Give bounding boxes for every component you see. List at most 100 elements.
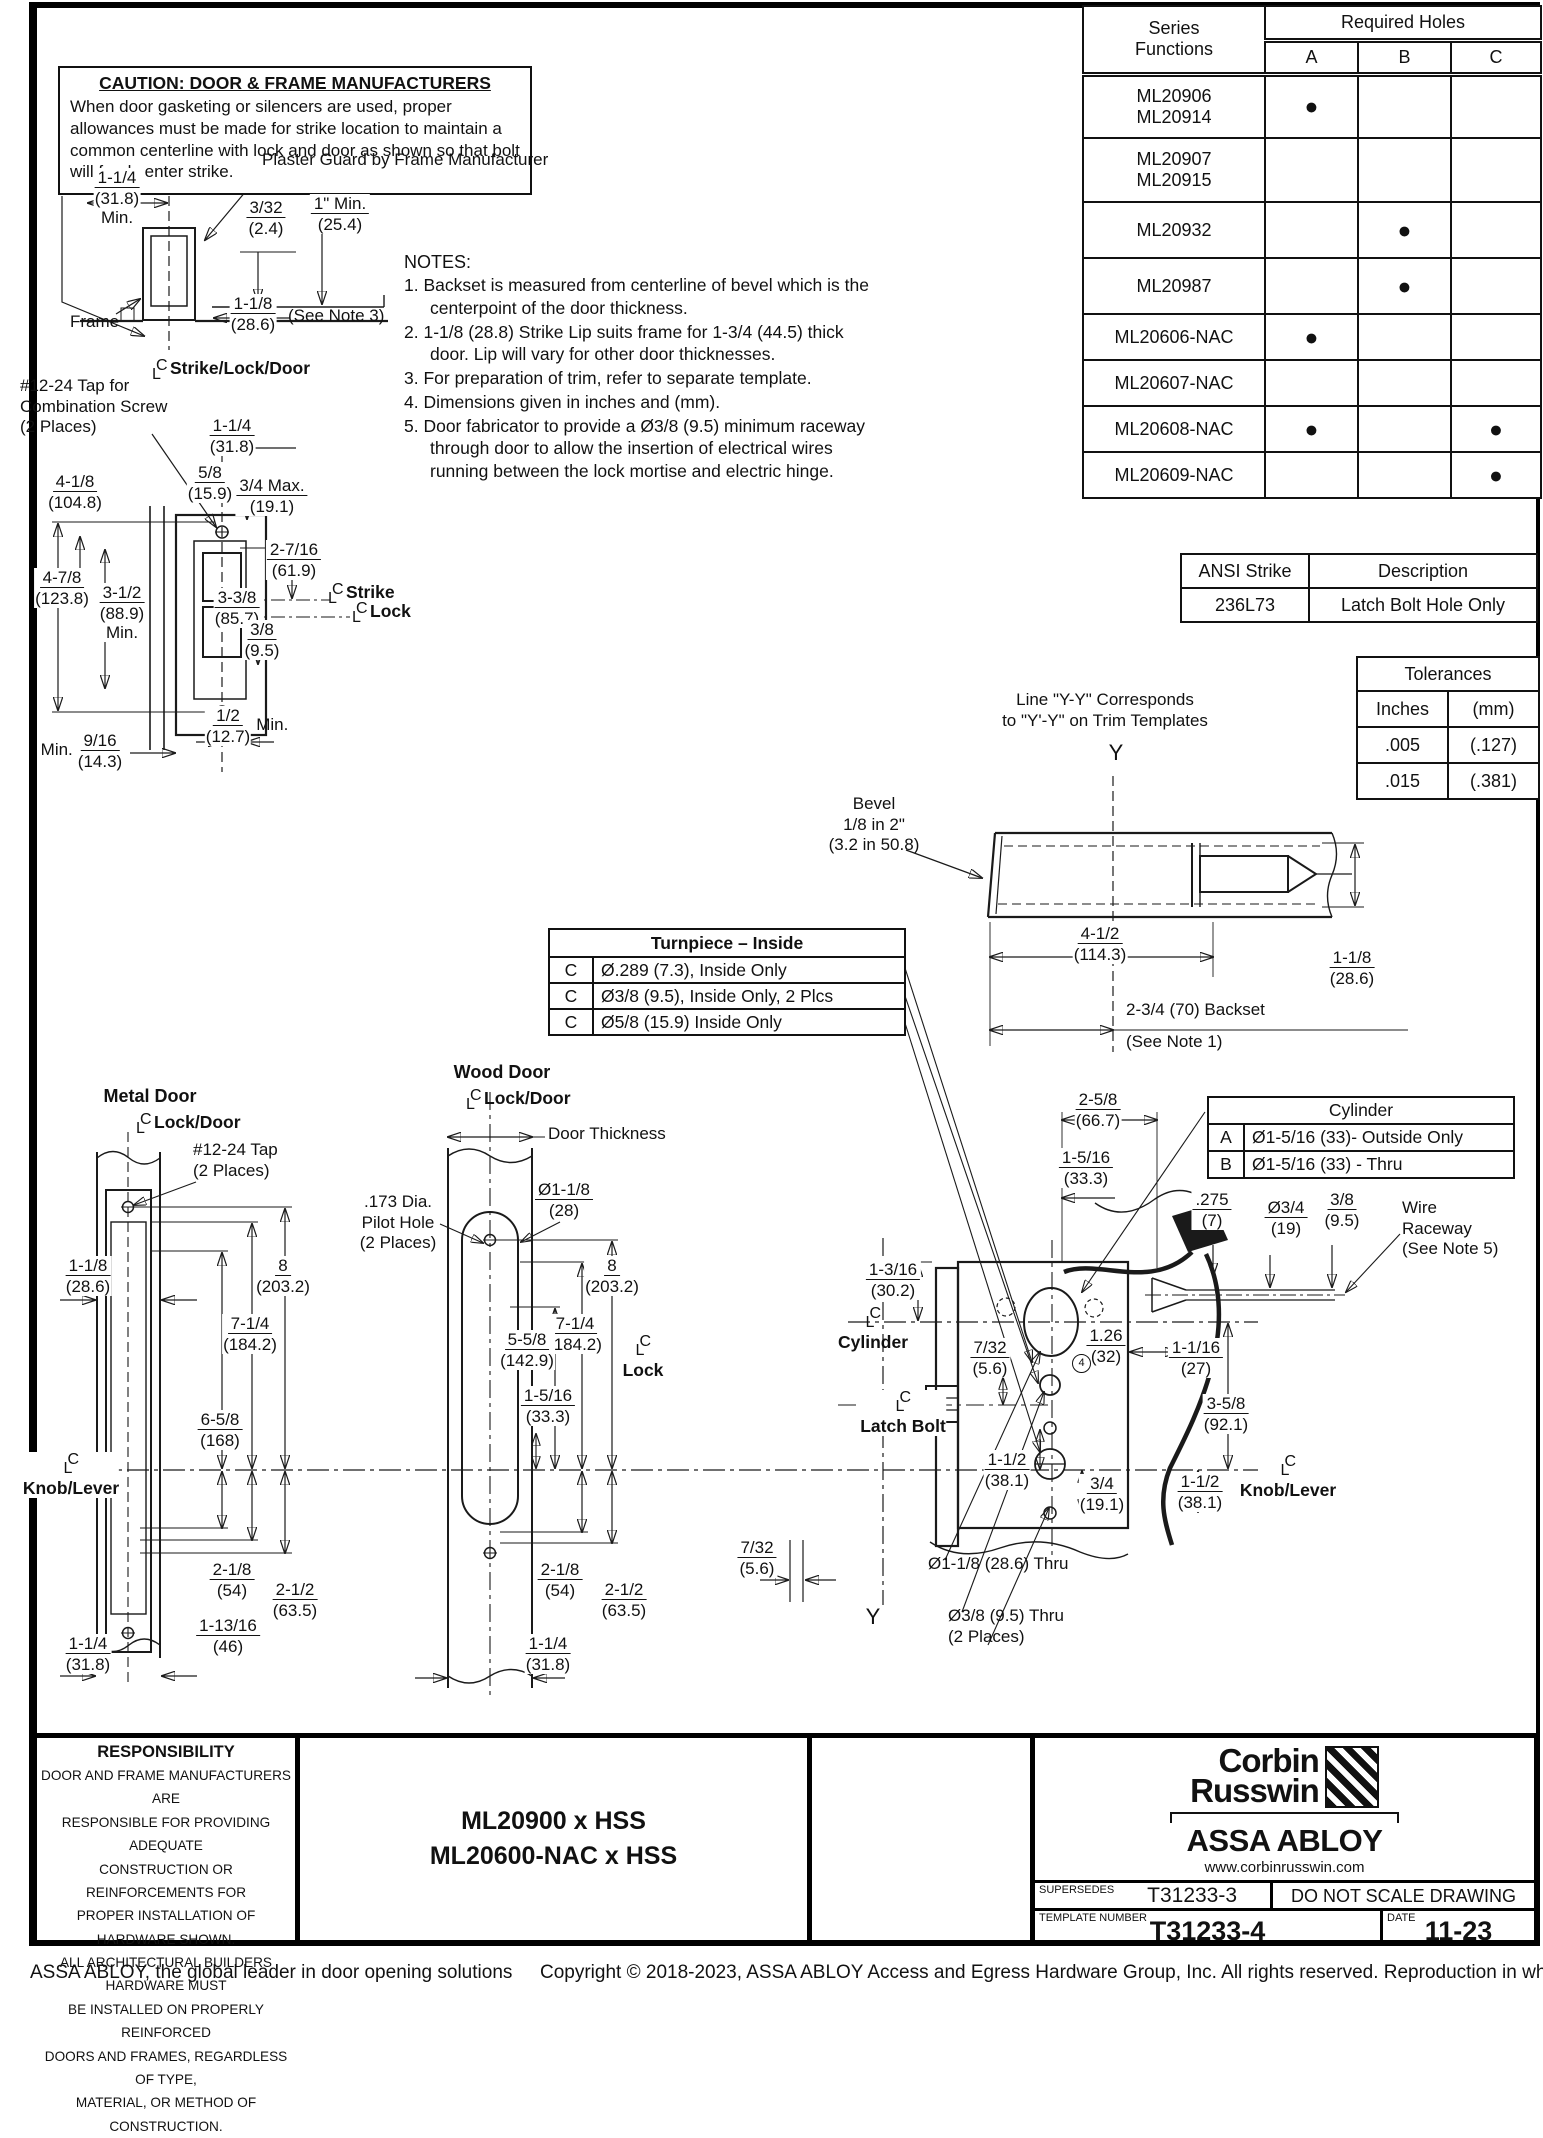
dim-note: Min.: [256, 715, 289, 734]
centerline-latch-bolt-label: Latch Bolt: [860, 1390, 946, 1437]
metal-door-drawing: [60, 1132, 292, 1686]
dim-label: 4-7/8(123.8): [34, 568, 90, 609]
dim-label: Ø3/4(19): [1263, 1198, 1309, 1239]
centerline-knob-lever-label: Knob/Lever: [22, 1452, 120, 1499]
dim-label: 1-1/8(28.6): [229, 294, 277, 335]
dim-label: 3/8(9.5): [243, 620, 281, 661]
centerline-icon: [136, 1112, 152, 1138]
dim-mm: (31.8): [94, 189, 140, 209]
brand-wordmark: Corbin Russwin: [1190, 1742, 1320, 1810]
centerline-cylinder-label: Cylinder: [838, 1306, 908, 1352]
table-row: .015(.381): [1356, 762, 1541, 800]
tap-combination-screw-label: #12-24 Tap for Combination Screw (2 Plac…: [20, 376, 168, 437]
do-not-scale-note: DO NOT SCALE DRAWING: [1290, 1886, 1517, 1906]
dim-label: 1-1/16(27): [1167, 1338, 1225, 1379]
dim-label: 1-3/16(30.2): [864, 1260, 922, 1301]
supersedes-value: T31233-3: [1147, 1884, 1238, 1907]
dim-label: 1/2(12.7)Min.: [204, 706, 289, 747]
dim-label: 6-5/8(168): [196, 1410, 244, 1451]
see-note-3-label: (See Note 3): [288, 306, 385, 325]
dim-label: 3-5/8(92.1): [1202, 1394, 1250, 1435]
pilot-hole-label: .173 Dia. Pilot Hole (2 Places): [359, 1192, 437, 1253]
table-row: ML20907 ML20915: [1082, 137, 1543, 203]
centerline-icon: [866, 1306, 882, 1332]
dim-label: 3/4(19.1): [1078, 1474, 1126, 1515]
table-row: ML20906 ML20914●: [1082, 73, 1543, 139]
yy-correspondence-note: Line "Y-Y" Corresponds to "Y'-Y" on Trim…: [1002, 690, 1208, 730]
y-axis-letter-bottom: Y: [865, 1604, 881, 1629]
door-thickness-label: Door Thickness: [548, 1124, 666, 1143]
dim-label: 2-5/8(66.7): [1074, 1090, 1122, 1131]
centerline-knob-lever-label: Knob/Lever: [1240, 1454, 1336, 1500]
door-plan-bevel-drawing: [905, 776, 1408, 1052]
dim-label: 1-1/8(28.6): [1328, 948, 1376, 989]
metal-door-title: Metal Door: [103, 1086, 197, 1106]
wood-door-drawing: [415, 1092, 618, 1700]
template-number-field: TEMPLATE NUMBER T31233-4: [1035, 1911, 1383, 1946]
supersedes-label: SUPERSEDES: [1039, 1884, 1115, 1896]
y-axis-letter-top: Y: [1108, 740, 1124, 765]
template-number-label: TEMPLATE NUMBER: [1039, 1912, 1147, 1924]
centerline-icon: [64, 1452, 80, 1478]
dim-label: 5/8(15.9): [186, 463, 234, 504]
dim-label: .275(7): [1191, 1190, 1233, 1231]
note-item: 5. Door fabricator to provide a Ø3/8 (9.…: [404, 415, 866, 482]
centerline-lock-door-label: Lock/Door: [136, 1112, 241, 1138]
table-row: ML20606-NAC●: [1082, 313, 1543, 361]
dim-label: 1-1/8(28.6): [64, 1256, 112, 1297]
dim-label: 1-5/16(33.3): [519, 1386, 577, 1427]
note-item: 3. For preparation of trim, refer to sep…: [404, 368, 812, 388]
metal-door-tap-label: #12-24 Tap (2 Places): [193, 1140, 278, 1180]
note-item: 4. Dimensions given in inches and (mm).: [404, 391, 721, 412]
model-number-2: ML20600-NAC x HSS: [429, 1842, 678, 1870]
date-value: 11-23: [1424, 1916, 1493, 1946]
responsibility-body: DOOR AND FRAME MANUFACTURERS ARE RESPONS…: [41, 1768, 291, 2134]
dim-label: 1-1/4(31.8): [524, 1634, 572, 1675]
model-number-1: ML20900 x HSS: [461, 1807, 646, 1835]
plaster-guard-label: Plaster Guard by Frame Manufacturer: [262, 150, 549, 169]
frame-label: Frame: [70, 312, 120, 331]
centerline-lock-label: Lock: [623, 1334, 664, 1380]
responsibility-cell: RESPONSIBILITY DOOR AND FRAME MANUFACTUR…: [37, 1738, 300, 2134]
centerline-icon: [1281, 1454, 1297, 1480]
dim-label: 1-13/16(46): [195, 1616, 261, 1657]
dim-label: 2-1/8(54): [208, 1560, 256, 1601]
backset-dim-label: 2-3/4 (70) Backset: [1126, 1000, 1265, 1019]
dim-label: 1-1/2(38.1): [983, 1450, 1031, 1491]
title-block: RESPONSIBILITY DOOR AND FRAME MANUFACTUR…: [32, 1733, 1539, 2134]
centerline-icon: [352, 601, 368, 627]
template-number-value: T31233-4: [1149, 1916, 1266, 1946]
dim-label: 8(203.2): [584, 1256, 640, 1297]
footer-tagline: ASSA ABLOY, the global leader in door op…: [30, 1962, 513, 1983]
dim-label: 1-1/2(38.1): [1176, 1472, 1224, 1513]
note-item: 2. 1-1/8 (28.8) Strike Lip suits frame f…: [404, 321, 844, 365]
centerline-lock-door-label: Lock/Door: [466, 1088, 571, 1114]
dim-label: 8(203.2): [255, 1256, 311, 1297]
dim-label: 1-5/16(33.3): [1057, 1148, 1115, 1189]
notes-title: NOTES:: [404, 252, 472, 272]
thru-hole-label: Ø1-1/8 (28.6) Thru: [928, 1554, 1069, 1573]
dim-label: 1.26(32): [1085, 1326, 1127, 1367]
centerline-icon: [896, 1390, 912, 1416]
dim-label: 1-1/4(31.8)Min.: [93, 168, 141, 228]
dim-label: 3/8(9.5): [1323, 1190, 1361, 1231]
wire-raceway-label: Wire Raceway (See Note 5): [1402, 1198, 1499, 1259]
bevel-note: Bevel 1/8 in 2" (3.2 in 50.8): [828, 794, 920, 855]
caution-title: CAUTION: DOOR & FRAME MANUFACTURERS: [99, 73, 491, 93]
dim-label: 7-1/4(184.2): [547, 1314, 603, 1355]
required-holes-header: Required Holes: [1263, 5, 1543, 43]
note-item: 1. Backset is measured from centerline o…: [404, 275, 869, 318]
flag-note-4-icon: 4: [1072, 1354, 1091, 1373]
brand-url: www.corbinrusswin.com: [1204, 1858, 1365, 1876]
model-cell: ML20900 x HSS ML20600-NAC x HSS: [300, 1738, 812, 1940]
table-row: .005(.127): [1356, 726, 1541, 764]
centerline-icon: [152, 358, 168, 384]
assa-abloy-wordmark: ASSA ABLOY: [1186, 1823, 1383, 1858]
template-number-row: TEMPLATE NUMBER T31233-4 DATE 11-23: [1035, 1908, 1534, 1946]
table-row: ML20607-NAC: [1082, 359, 1543, 407]
dim-label: 2-1/2(63.5): [600, 1580, 648, 1621]
